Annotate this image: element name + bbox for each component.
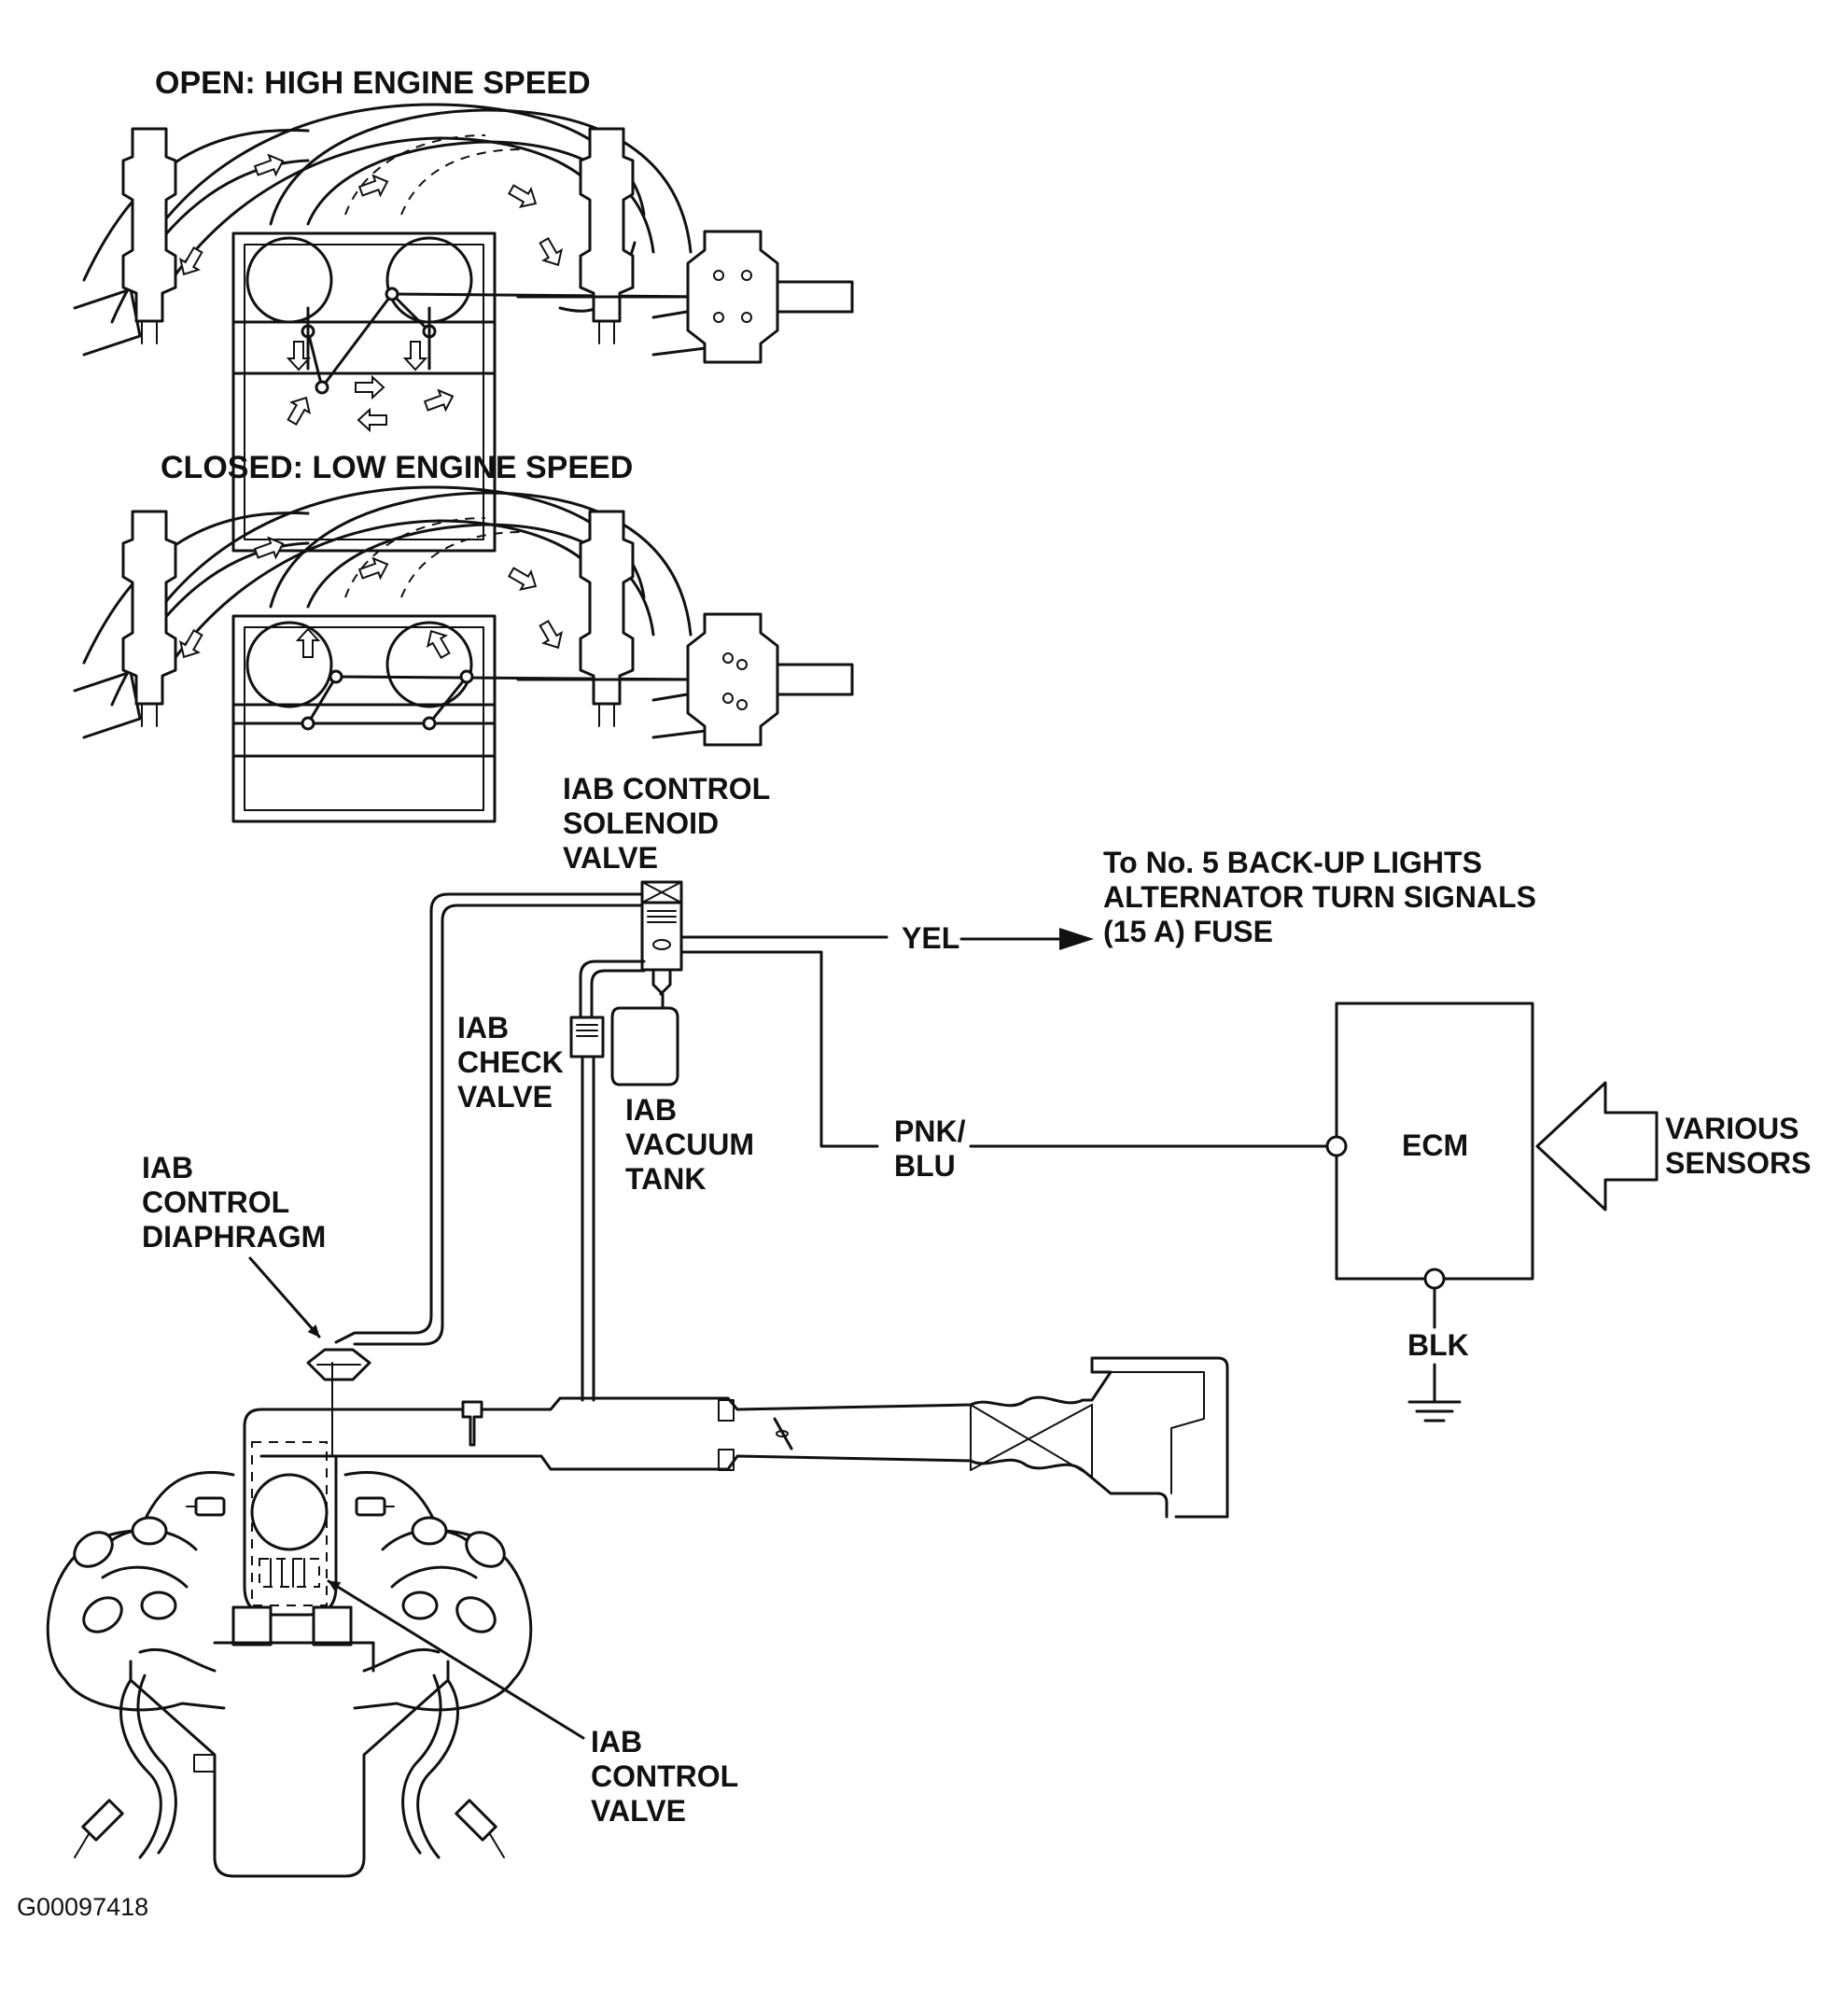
wire-pnk-blu-label-line2: BLU [894, 1149, 956, 1183]
fuse-note-line3: (15 A) FUSE [1103, 915, 1273, 948]
solenoid-label-line1: IAB CONTROL [563, 772, 770, 806]
wire-yel-label: YEL [902, 921, 959, 955]
control-valve-pointer-arrow [327, 1579, 585, 1740]
check-valve-label-line1: IAB [457, 1011, 509, 1044]
diaphragm-label-line3: DIAPHRAGM [142, 1220, 326, 1254]
closed-low-speed-view: CLOSED: LOW ENGINE SPEED [73, 450, 854, 823]
vacuum-tank-label-line3: TANK [625, 1162, 707, 1196]
sensors-label-line2: SENSORS [1665, 1146, 1811, 1180]
fuse-arrow-icon [1059, 928, 1094, 950]
fuse-note-line2: ALTERNATOR TURN SIGNALS [1103, 880, 1536, 914]
diaphragm-label-line2: CONTROL [142, 1185, 289, 1219]
check-valve-label-line2: CHECK [457, 1045, 564, 1079]
diaphragm-label-line1: IAB [142, 1151, 193, 1184]
iab-schematic: IAB CONTROL SOLENOID VALVE [46, 772, 1811, 1878]
figure-code: G00097418 [17, 1893, 148, 1921]
control-valve-label-line3: VALVE [591, 1794, 686, 1828]
wire-blk-label: BLK [1407, 1328, 1469, 1362]
control-valve-label-line2: CONTROL [591, 1759, 738, 1793]
intake-duct [259, 1356, 1229, 1519]
iab-solenoid-valve [640, 880, 683, 972]
closed-title: CLOSED: LOW ENGINE SPEED [161, 450, 633, 485]
ecm-label: ECM [1402, 1128, 1468, 1162]
sensor-input-arrow-icon [1535, 1081, 1659, 1212]
iab-control-diaphragm [306, 1348, 371, 1457]
control-valve-label-line1: IAB [591, 1725, 642, 1759]
vacuum-tank-label-line2: VACUUM [625, 1128, 754, 1161]
fuse-note-line1: To No. 5 BACK-UP LIGHTS [1103, 846, 1482, 879]
engine-top-view [46, 1408, 533, 1878]
open-title: OPEN: HIGH ENGINE SPEED [155, 65, 591, 101]
ecm-module: ECM [1325, 1002, 1534, 1290]
iab-check-valve [569, 1016, 605, 1058]
sensors-label-line1: VARIOUS [1665, 1112, 1799, 1145]
open-high-speed-view: OPEN: HIGH ENGINE SPEED [73, 65, 854, 553]
iab-vacuum-tank [610, 1006, 679, 1086]
vacuum-tank-label-line1: IAB [625, 1093, 677, 1127]
wire-pnk-blu-label-line1: PNK/ [894, 1114, 966, 1148]
check-valve-label-line3: VALVE [457, 1080, 553, 1114]
ground-icon [1407, 1400, 1462, 1422]
solenoid-label-line2: SOLENOID [563, 806, 719, 840]
solenoid-label-line3: VALVE [563, 841, 658, 875]
diaphragm-pointer-arrow [248, 1256, 321, 1338]
